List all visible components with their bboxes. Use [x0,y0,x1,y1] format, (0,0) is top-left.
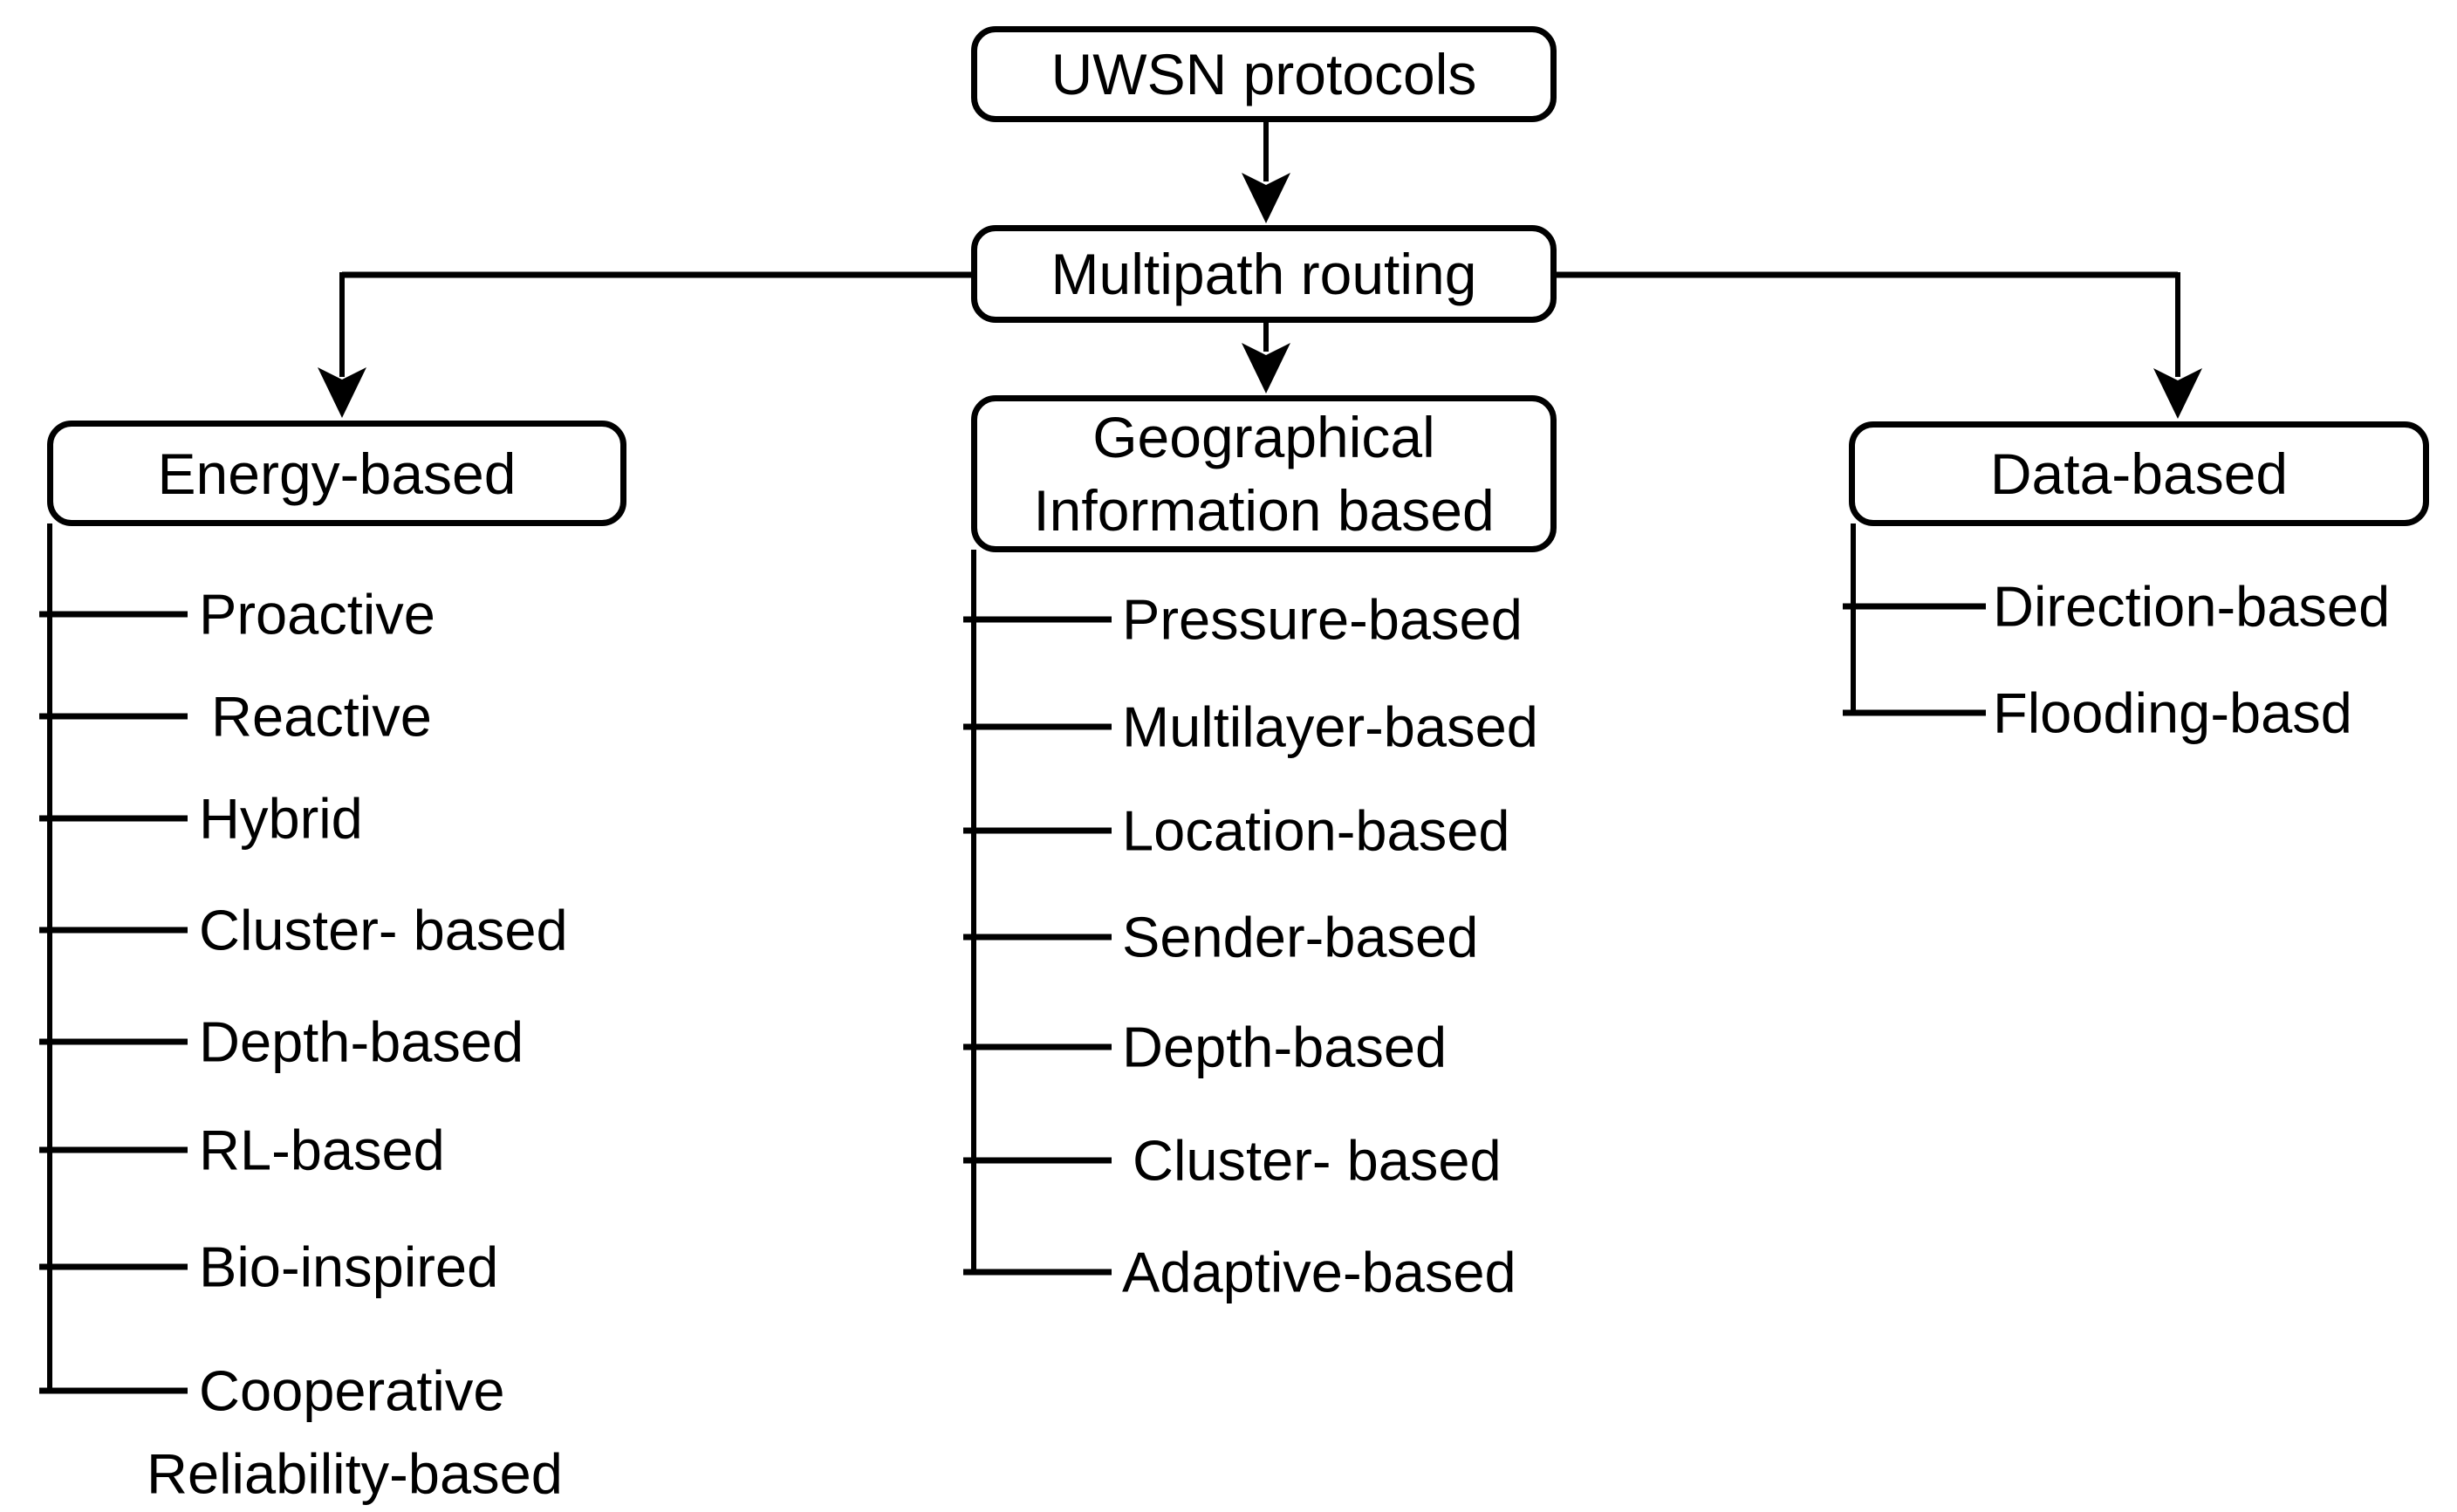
leaf-hybrid: Hybrid [199,786,363,851]
node-label: UWSN protocols [1051,42,1477,106]
node-multipath-routing: Multipath routing [971,225,1557,323]
leaf-reactive: Reactive [211,684,432,749]
leaf-direction-based: Direction-based [1993,574,2391,639]
node-label: Data-based [1989,441,2289,506]
leaf-bio-inspired: Bio-inspired [199,1235,499,1299]
arrowhead-down-icon [2153,368,2202,419]
leaf-cooperative-line2: Reliability-based [147,1441,563,1506]
leaf-cluster-based-geo: Cluster- based [1133,1128,1502,1193]
leaf-adaptive-based: Adaptive-based [1122,1240,1516,1304]
arrowhead-down-icon [1242,173,1290,223]
node-label-line1: Geographical [1092,405,1435,469]
leaf-multilayer-based: Multilayer-based [1122,694,1538,759]
node-energy-based: Energy-based [47,421,626,526]
leaf-depth-based-geo: Depth-based [1122,1015,1448,1079]
leaf-pressure-based: Pressure-based [1122,587,1523,652]
leaf-cluster-based: Cluster- based [199,898,568,962]
leaf-cooperative: Cooperative [199,1358,505,1423]
node-uwsn-protocols: UWSN protocols [971,26,1557,122]
leaf-rl-based: RL-based [199,1118,445,1182]
node-label: Energy-based [157,441,517,506]
leaf-proactive: Proactive [199,582,435,647]
leaf-depth-based: Depth-based [199,1009,524,1074]
arrowhead-down-icon [318,367,366,418]
leaf-sender-based: Sender-based [1122,905,1479,969]
node-geographical-information-based: Geographical Information based [971,395,1557,552]
node-label-line2: Information based [1033,478,1495,543]
node-label: Multipath routing [1051,242,1477,306]
node-data-based: Data-based [1849,421,2429,526]
leaf-location-based: Location-based [1122,798,1510,863]
arrowhead-down-icon [1242,343,1290,393]
leaf-flooding-basd: Flooding-basd [1993,681,2352,745]
